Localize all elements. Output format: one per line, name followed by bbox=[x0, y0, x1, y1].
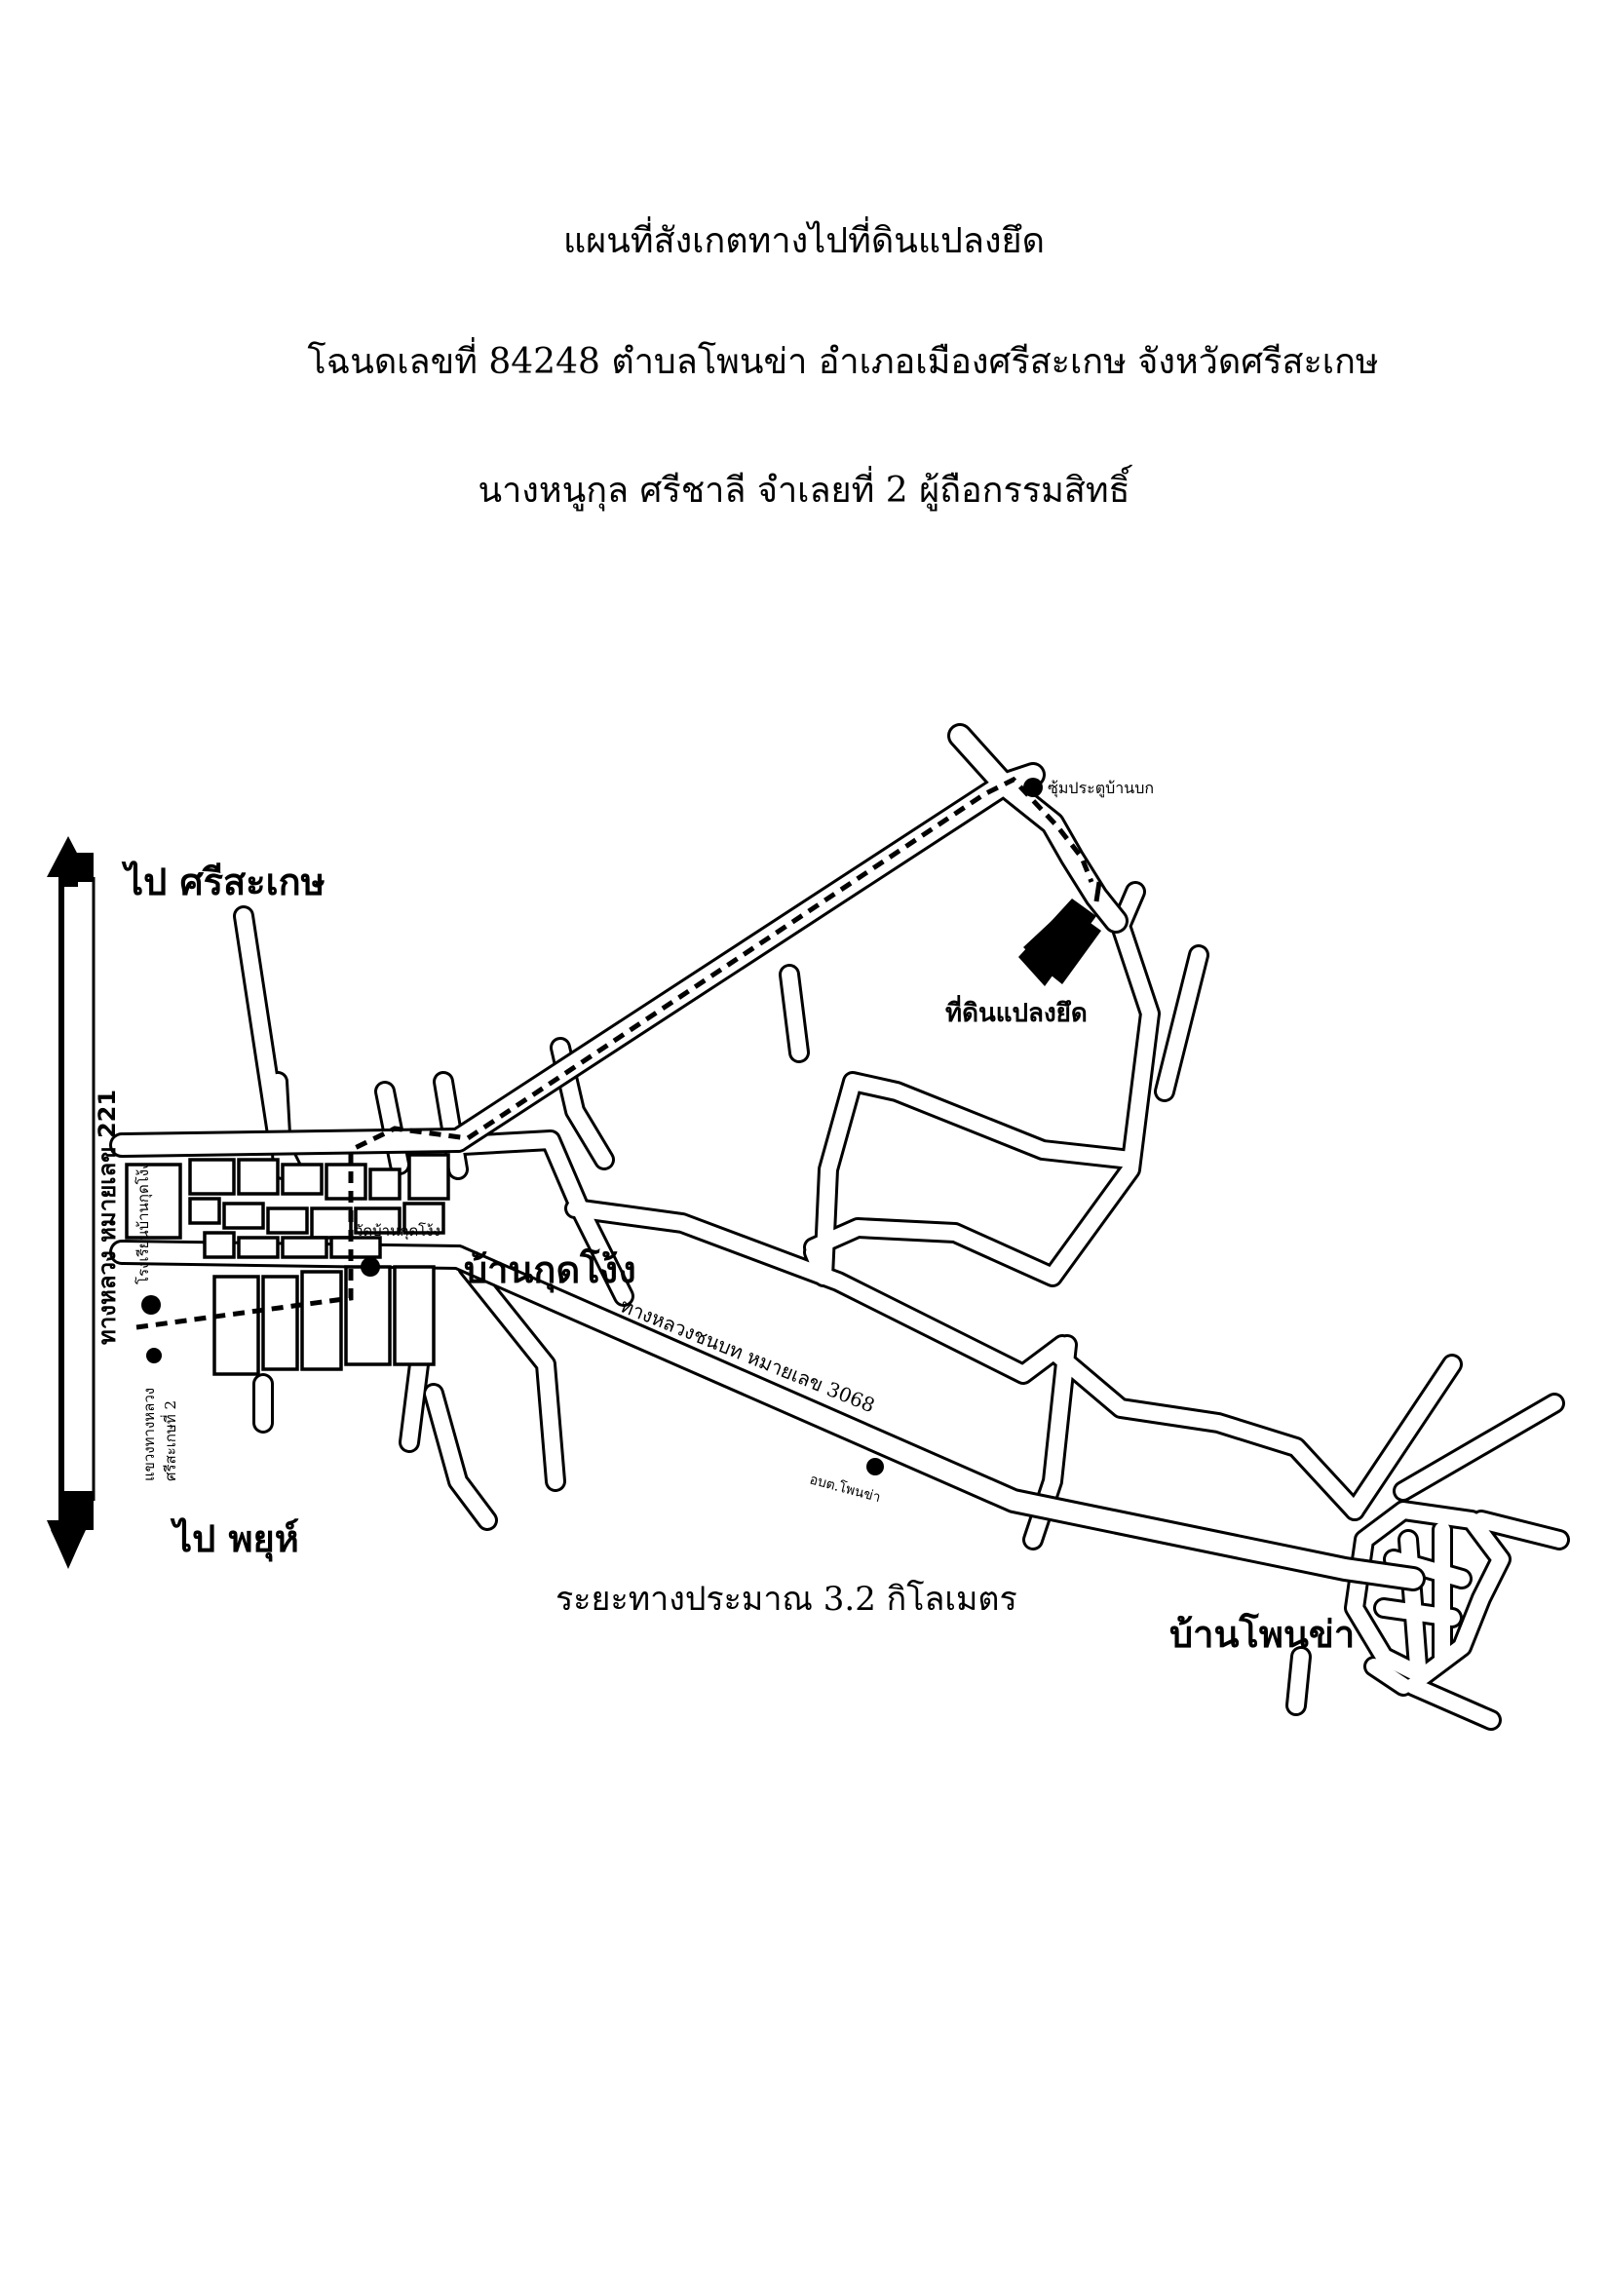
secondary-roads bbox=[233, 881, 1570, 1731]
label-ban-phon-kha: บ้านโพนข่า bbox=[1169, 1612, 1355, 1656]
school-marker-icon bbox=[141, 1295, 161, 1315]
district-office-line2: ศรีสะเกษที่ 2 bbox=[160, 1400, 179, 1481]
label-gate-arch: ซุ้มประตูบ้านบก bbox=[1048, 779, 1154, 798]
label-ban-kud-chong: บ้านกุดโง้ง bbox=[464, 1247, 636, 1293]
label-temple: วัดบ้านกุดโง้ง bbox=[355, 1222, 440, 1241]
label-seized-land: ที่ดินแปลงยึด bbox=[945, 994, 1088, 1028]
label-distance: ระยะทางประมาณ 3.2 กิโลเมตร bbox=[555, 1580, 1017, 1619]
district-office-marker-icon bbox=[146, 1348, 162, 1363]
temple-marker-icon bbox=[361, 1257, 380, 1277]
label-to-sisaket: ไป ศรีสะเกษ bbox=[121, 861, 325, 903]
parcel-arrow-icon bbox=[1093, 881, 1102, 902]
label-sao-office: อบต.โพนข่า bbox=[808, 1471, 882, 1506]
village-blocks bbox=[125, 1153, 450, 1376]
seized-land-shape bbox=[1018, 899, 1096, 986]
sao-office-marker-icon bbox=[866, 1458, 884, 1475]
owner-info: นางหนูกุล ศรีชาลี จำเลยที่ 2 ผู้ถือกรรมส… bbox=[478, 471, 1130, 511]
highway-221 bbox=[47, 836, 96, 1569]
label-school: โรงเรียนบ้านกุดโง้ง bbox=[134, 1163, 153, 1284]
label-to-phayu: ไป พยุห์ bbox=[170, 1517, 299, 1562]
gate-arch-marker-icon bbox=[1023, 778, 1043, 797]
deed-info: โฉนดเลขที่ 84248 ตำบลโพนข่า อำเภอเมืองศร… bbox=[307, 342, 1379, 382]
district-office-line1: แขวงทางหลวง bbox=[140, 1388, 158, 1481]
label-district-office: แขวงทางหลวง ศรีสะเกษที่ 2 bbox=[140, 1383, 179, 1481]
label-highway-221: ทางหลวง หมายเลข 221 bbox=[94, 1090, 121, 1345]
map-title: แผนที่สังเกตทางไปที่ดินแปลงยึด bbox=[562, 221, 1046, 261]
